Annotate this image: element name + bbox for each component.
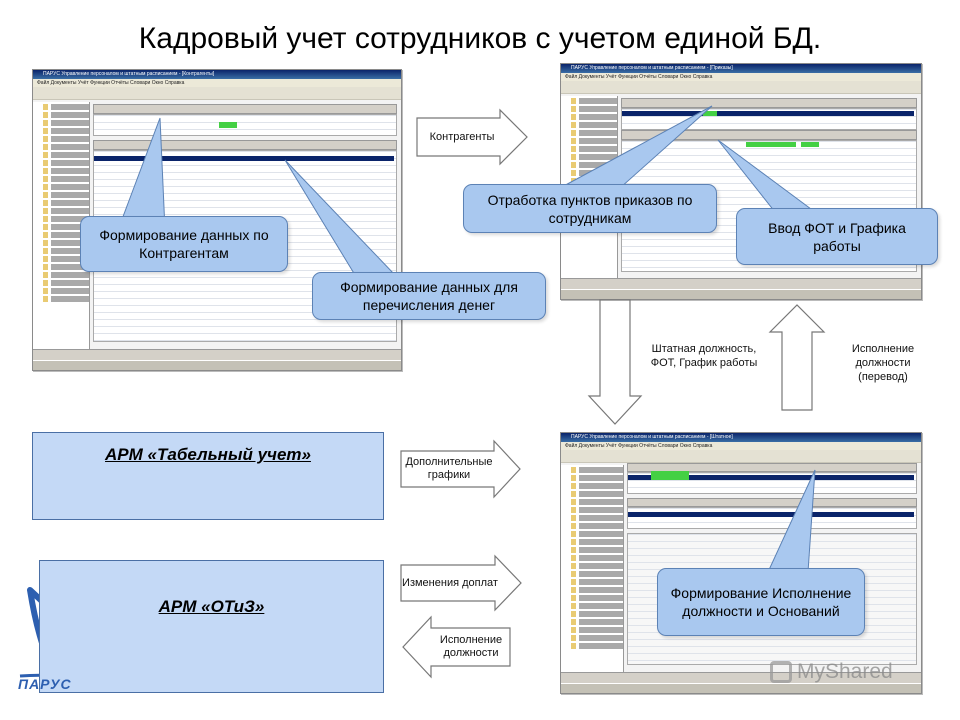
callout-pointer <box>117 117 166 231</box>
arrow-label-position-execution: Исполнение должности <box>439 634 503 659</box>
arrow-right-contragents <box>416 108 528 166</box>
watermark-text: MyShared <box>797 660 893 683</box>
callout-orders-processing: Отработка пунктов приказов по сотрудника… <box>463 184 717 233</box>
caption-staff-position: Штатная должность, ФОТ, График работы <box>650 343 758 369</box>
window-menu-bar: Файл Документы Учёт Функции Отчёты Слова… <box>561 442 921 450</box>
slide-title: Кадровый учет сотрудников с учетом едино… <box>138 22 822 55</box>
watermark-icon <box>770 661 792 683</box>
arm-otiz-box: АРМ «ОТиЗ» <box>39 560 384 693</box>
arm-timesheet-label: АРМ «Табельный учет» <box>105 445 311 464</box>
staff-tree <box>561 465 624 673</box>
arrow-label-allowance-changes: Изменения доплат <box>402 576 498 589</box>
window-title-bar: ПАРУС Управление персоналом и штатным ра… <box>33 70 401 79</box>
arrow-right-allowance <box>400 554 522 612</box>
arrow-right-additional <box>400 439 521 499</box>
arrow-label-contragents: Контрагенты <box>429 130 495 143</box>
callout-pointer <box>767 469 816 573</box>
arrow-label-additional-schedules: Дополнительные графики <box>405 456 493 481</box>
callout-pointer <box>717 139 817 213</box>
contragents-table <box>93 114 397 136</box>
callout-contragents-data: Формирование данных по Контрагентам <box>80 216 288 272</box>
callout-pointer <box>284 159 397 276</box>
callout-pointer <box>559 105 713 189</box>
caption-position-transfer: Исполнение должности (перевод) <box>851 343 915 383</box>
arrow-down <box>587 299 643 425</box>
callout-fot-schedule: Ввод ФОТ и Графика работы <box>736 208 938 265</box>
callout-money-transfer: Формирование данных для перечисления ден… <box>312 272 546 320</box>
window-menu-bar: Файл Документы Учёт Функции Отчёты Слова… <box>561 73 921 81</box>
window-menu-bar: Файл Документы Учёт Функции Отчёты Слова… <box>33 79 401 87</box>
callout-position-execution: Формирование Исполнение должности и Осно… <box>657 568 865 636</box>
myshared-watermark: MyShared <box>770 660 893 684</box>
parus-logo-text: ПАРУС <box>18 676 72 692</box>
arrow-left-execution <box>402 615 511 679</box>
arrow-up <box>768 304 826 411</box>
arm-timesheet-box: АРМ «Табельный учет» <box>32 432 384 520</box>
window-title-bar: ПАРУС Управление персоналом и штатным ра… <box>561 64 921 73</box>
window-title-bar: ПАРУС Управление персоналом и штатным ра… <box>561 433 921 442</box>
arm-otiz-label: АРМ «ОТиЗ» <box>158 597 265 616</box>
